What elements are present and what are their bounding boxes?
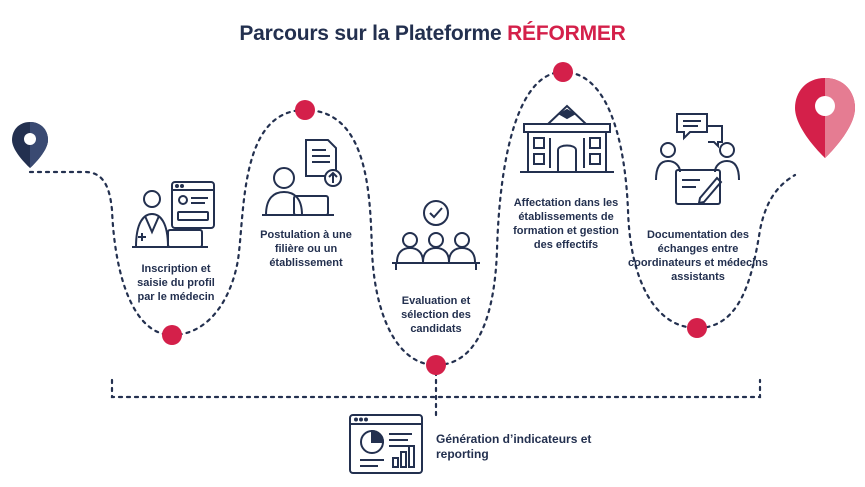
milestone-dot-2 — [295, 100, 315, 120]
title-main: Parcours sur la Plateforme — [239, 22, 508, 45]
title-accent: RÉFORMER — [507, 22, 626, 45]
reporting-bracket — [110, 378, 762, 399]
milestone-dot-5 — [687, 318, 707, 338]
step-4-label: Affectation dans les établissements de f… — [513, 197, 619, 251]
meeting-chat-icon — [655, 113, 740, 205]
step-5-label: Documentation des échanges entre coordin… — [628, 229, 768, 283]
milestone-dot-3 — [426, 355, 446, 375]
reporting-label: Génération d’indicateurs et reporting — [436, 432, 592, 461]
page-title: Parcours sur la Plateforme RÉFORMER — [0, 22, 865, 46]
dashboard-chart-icon — [349, 414, 423, 474]
step-1-label: Inscription et saisie du profil par le m… — [137, 263, 215, 303]
institution-building-icon — [520, 104, 614, 173]
step-3-label: Evaluation et sélection des candidats — [401, 295, 471, 335]
step-2-label: Postulation à une filière ou un établiss… — [260, 229, 352, 269]
milestone-dot-1 — [162, 325, 182, 345]
doctor-computer-icon — [132, 181, 215, 248]
person-document-icon — [262, 139, 342, 216]
group-checkmark-icon — [392, 200, 480, 270]
start-pin-icon — [12, 122, 48, 168]
end-pin-icon — [795, 78, 855, 158]
milestone-dot-4 — [553, 62, 573, 82]
